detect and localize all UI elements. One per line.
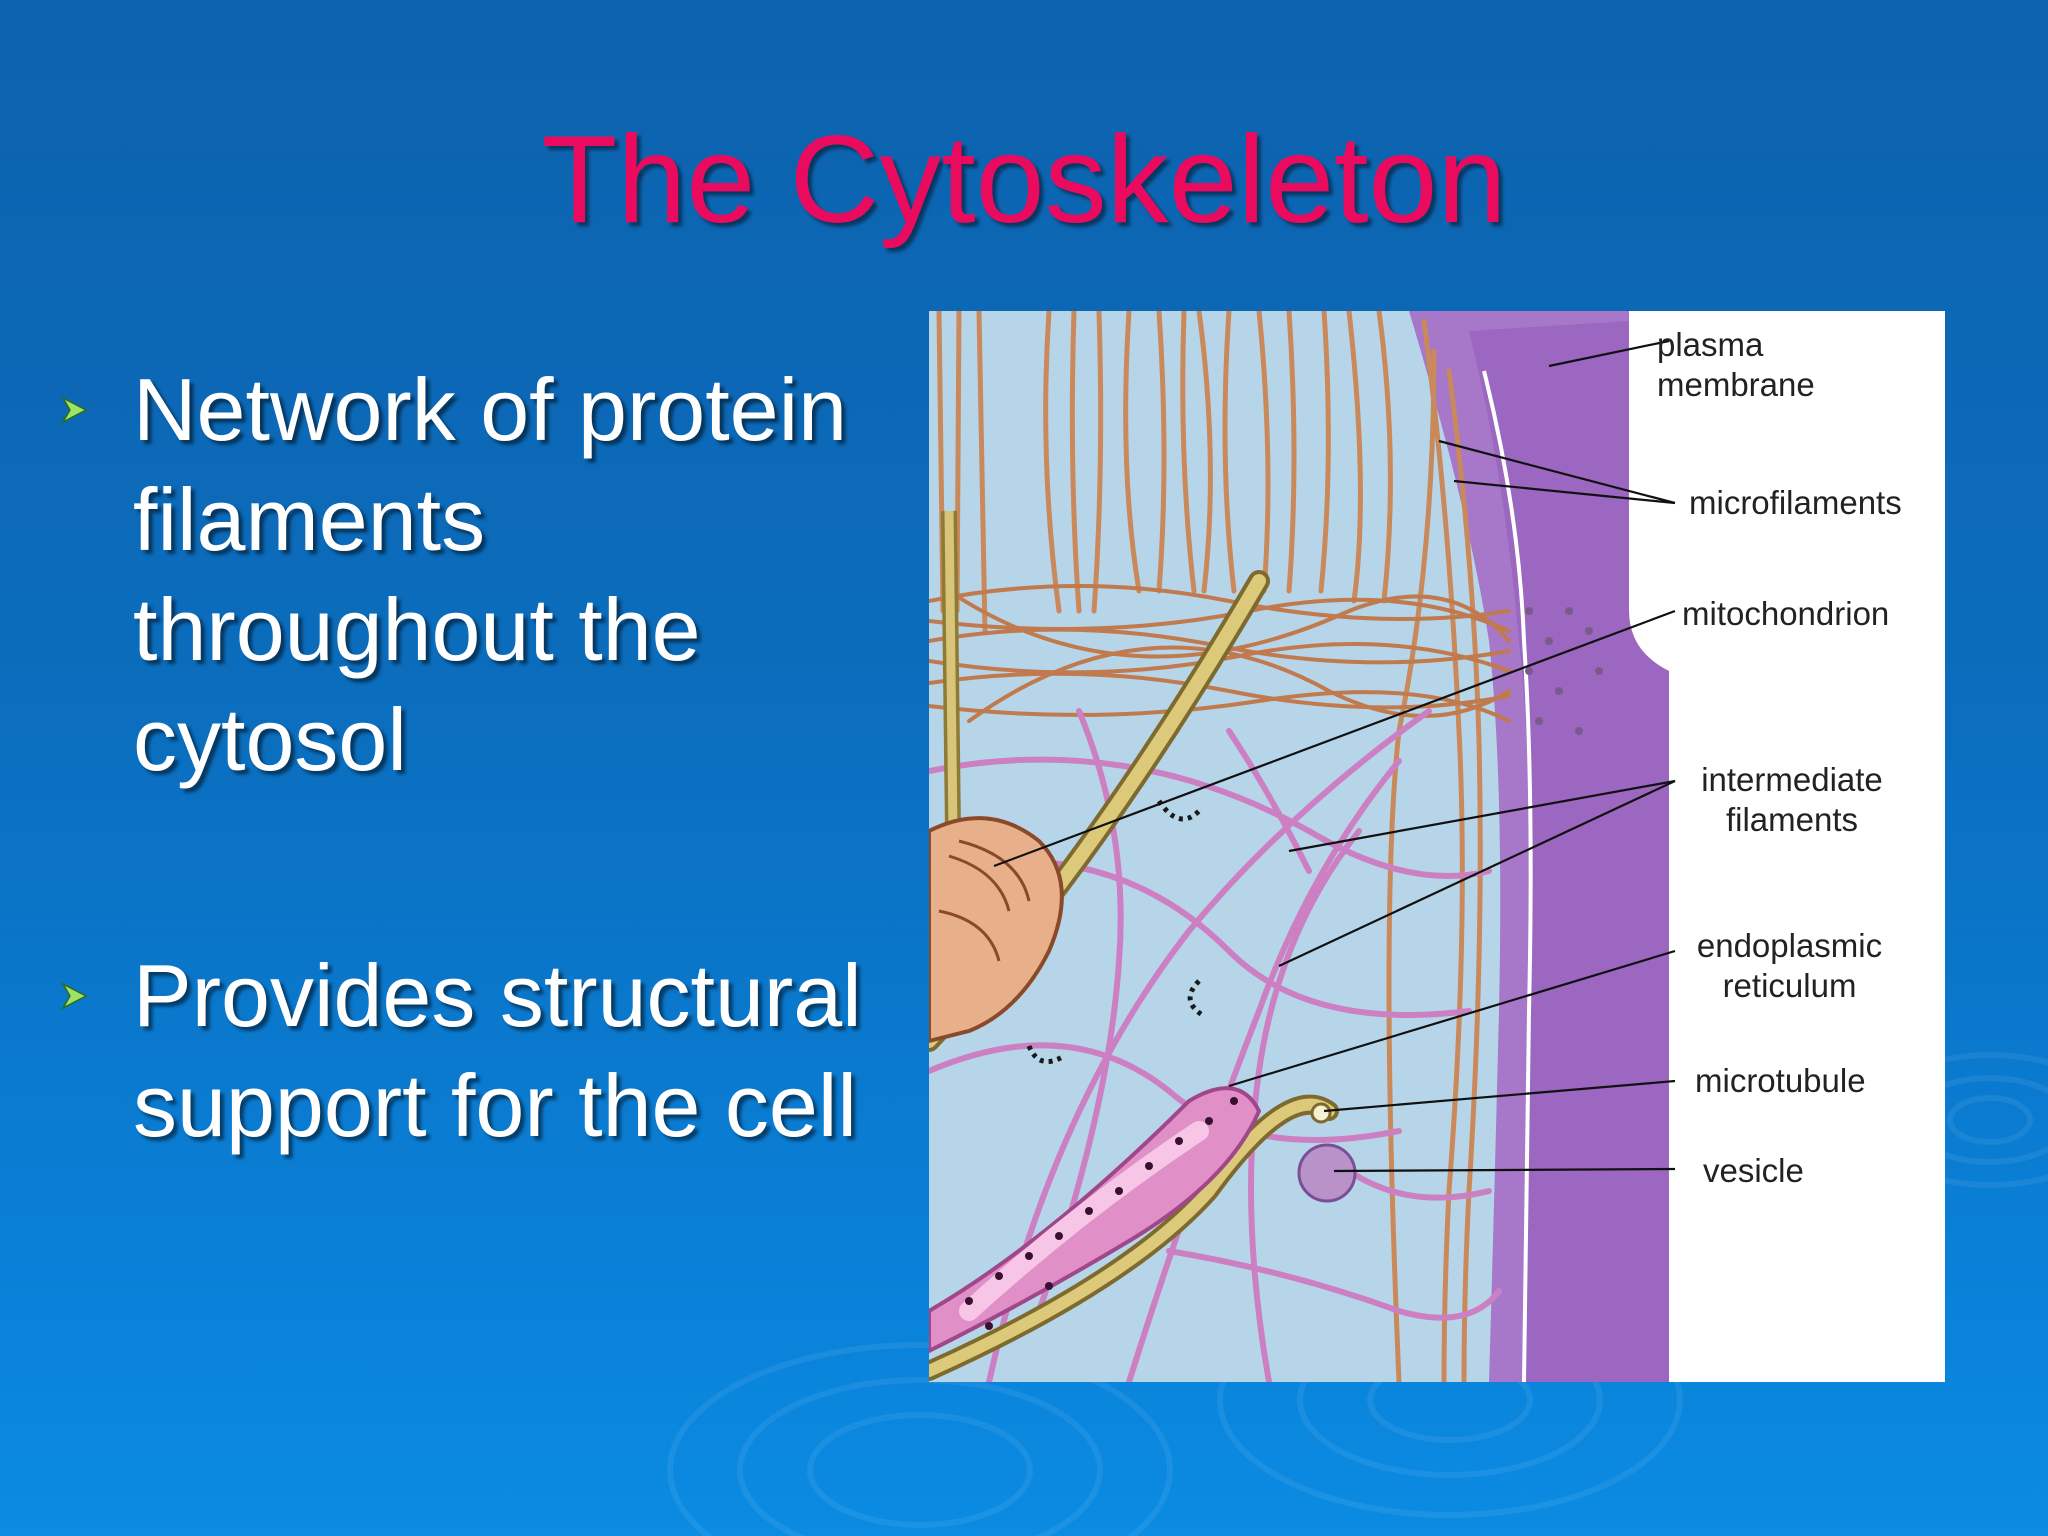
label-microfilaments: microfilaments [1689,484,1902,521]
label-plasma-membrane: plasma membrane [1657,326,1815,403]
label-mitochondrion: mitochondrion [1682,595,1890,632]
slide-title: The Cytoskeleton [541,111,1507,249]
bullet-text: Provides structural support for the cell [133,946,862,1155]
arrow-bullet-icon [61,396,88,424]
bullet-text: Network of protein filaments throughout … [133,360,848,789]
label-microtubule: microtubule [1695,1062,1866,1099]
arrow-bullet-icon [61,982,88,1010]
cytoskeleton-illustration [929,311,1676,1382]
label-vesicle: vesicle [1703,1152,1804,1189]
cytoskeleton-diagram: plasma membrane microfilaments mitochond… [929,311,1945,1382]
label-endoplasmic-reticulum: endoplasmic reticulum [1696,927,1883,1004]
label-intermediate-filaments: intermediate filaments [1701,761,1883,838]
